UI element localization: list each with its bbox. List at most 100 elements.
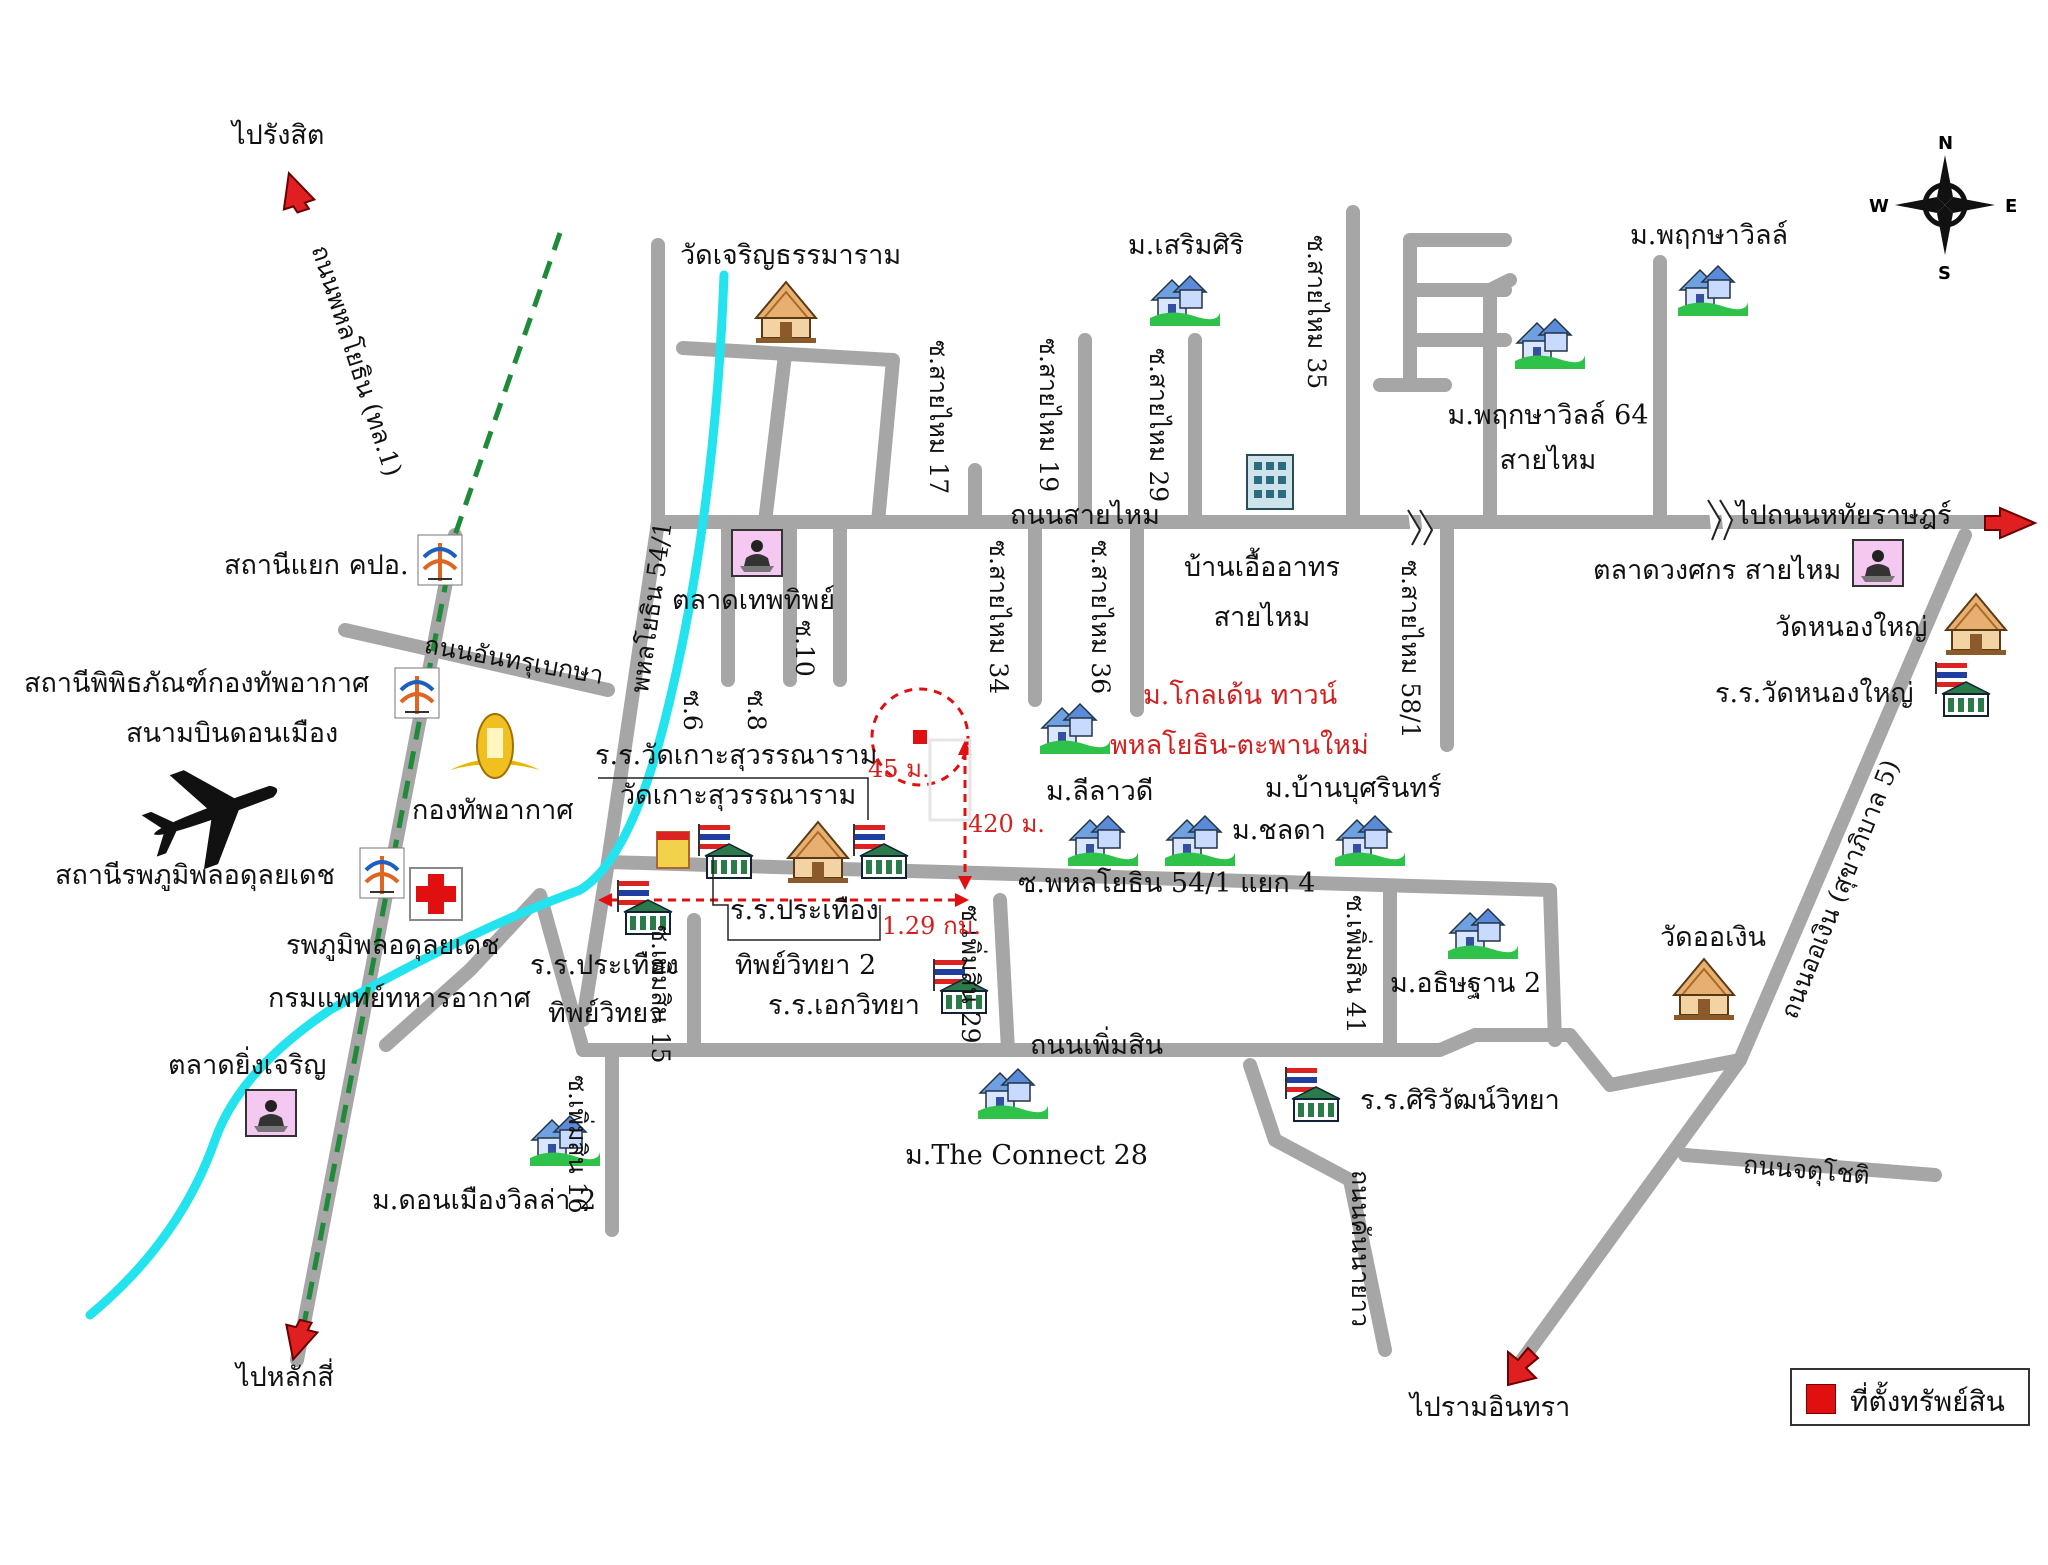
- label-school-wat-ko-line1: ร.ร.วัดเกาะสุวรรณาราม: [595, 740, 878, 771]
- road-chotchit: [1678, 1148, 1942, 1182]
- road-label-saimai-29: ซ.สายไหม 29: [1144, 348, 1173, 503]
- label-wat-charoen: วัดเจริญธรรมาราม: [680, 240, 902, 271]
- label-school-wat-ko-line2: วัดเกาะสุวรรณาราม: [620, 780, 857, 811]
- label-lilawadee: ม.ลีลาวดี: [1046, 776, 1154, 807]
- road-wat-mid: [758, 348, 792, 529]
- label-station-museum: สถานีพิพิธภัณฑ์กองทัพอากาศ: [24, 668, 370, 699]
- compass-w: W: [1869, 196, 1889, 217]
- label-don-mueang-villa: ม.ดอนเมืองวิลล่า 2: [372, 1185, 597, 1216]
- label-station-hosp: สถานีรพภูมิพลอดุลยเดช: [55, 860, 335, 891]
- train-station-icon: [416, 533, 464, 587]
- label-distance-420: 420 ม.: [968, 810, 1045, 838]
- label-m-athitan: ม.อธิษฐาน 2: [1390, 968, 1542, 999]
- road-label-saimai-36: ซ.สายไหม 36: [1086, 540, 1115, 695]
- air-force-emblem-icon: [450, 713, 540, 779]
- label-school-prathuang-line2: ทิพย์วิทยา: [548, 998, 664, 1029]
- road-oen: [1508, 528, 1972, 1377]
- road-network: [290, 205, 1997, 1377]
- school-icon: [1285, 1066, 1341, 1122]
- house-icon: [1447, 908, 1519, 960]
- house-icon: [1149, 275, 1221, 327]
- calendar-icon: [656, 831, 690, 869]
- legend-label: ที่ตั้งทรัพย์สิน: [1850, 1385, 2005, 1418]
- label-wat-oen: วัดออเงิน: [1660, 922, 1766, 953]
- label-station-kpo: สถานีแยก คปอ.: [224, 550, 409, 581]
- road-label-saimai-19: ซ.สายไหม 19: [1034, 338, 1063, 493]
- label-hosp-line1: รพภูมิพลอดุลยเดช: [286, 930, 500, 961]
- label-hosp-line2: กรมแพทย์ทหารอากาศ: [268, 983, 531, 1014]
- house-icon: [977, 1068, 1049, 1120]
- building-windows: [1254, 462, 1286, 498]
- airplane-icon: [141, 770, 278, 870]
- arrow-to-lak-si: [285, 1318, 320, 1362]
- road-break-marks: [1407, 499, 1734, 546]
- label-school-prathuang-line1: ร.ร.ประเทือง: [530, 950, 679, 981]
- label-chonlada: ม.ชลดา: [1232, 815, 1326, 846]
- label-m-sermsiri: ม.เสริมศิริ: [1128, 230, 1245, 261]
- road-kanchana: [1243, 1058, 1392, 1357]
- road-phermsin-29: [993, 893, 1015, 1057]
- train-station-icon: [393, 666, 441, 720]
- school-icon: [1935, 661, 1991, 717]
- label-leader-lines: [598, 777, 881, 941]
- road-soi-541-4: [601, 855, 1562, 1047]
- compass-e: E: [2005, 196, 2017, 217]
- label-airport: สนามบินดอนเมือง: [126, 718, 339, 749]
- label-school-prathuang-box-line1: ร.ร.ประเทือง: [730, 895, 879, 926]
- canal: [85, 270, 729, 1320]
- label-to-ram-inthra: ไปรามอินทรา: [1410, 1392, 1571, 1423]
- label-school-siriwat: ร.ร.ศิริวัฒน์วิทยา: [1360, 1085, 1560, 1116]
- school-icon: [853, 823, 909, 879]
- direction-arrows: [282, 170, 2038, 1387]
- label-distance-129: 1.29 กม.: [882, 912, 982, 940]
- label-baan-buarin: ม.บ้านบุศรินทร์: [1265, 773, 1442, 804]
- label-to-hathai: ไปถนนหทัยราษฎร์: [1736, 500, 1952, 531]
- label-m-pruksa: ม.พฤกษาวิลล์: [1630, 220, 1789, 251]
- label-to-rangsit: ไปรังสิต: [232, 120, 325, 151]
- temple-icon: [755, 281, 817, 344]
- market-icon: [731, 529, 783, 577]
- property-marker: [598, 687, 972, 907]
- road-phermsin: [576, 1028, 1747, 1092]
- house-icon: [1039, 703, 1111, 755]
- label-connect28: ม.The Connect 28: [905, 1140, 1148, 1171]
- label-golden-line2: พหลโยธิน-ตะพานใหม่: [1110, 730, 1369, 761]
- compass-icon: N S E W: [1869, 133, 2017, 284]
- temple-icon: [1945, 593, 2007, 656]
- label-to-lak-si: ไปหลักสี่: [236, 1362, 334, 1393]
- label-school-nongyai: ร.ร.วัดหนองใหญ่: [1715, 678, 1914, 709]
- road-label-kanchana: ถนนคันนายาว: [1346, 1170, 1375, 1327]
- hospital-icon: [409, 867, 463, 921]
- house-icon: [1514, 318, 1586, 370]
- label-market-thep: ตลาดเทพทิพย์: [672, 585, 836, 616]
- road-wat-top: [676, 341, 900, 529]
- label-m-pruksa64-line1: ม.พฤกษาวิลล์ 64: [1447, 400, 1649, 431]
- legend-swatch: [1806, 1384, 1836, 1414]
- road-label-saimai-58: ซ.สายไหม 58/1: [1396, 560, 1425, 739]
- road-phahon-541: [601, 515, 665, 869]
- house-icon: [1334, 815, 1406, 867]
- house-icon: [1164, 815, 1236, 867]
- arrow-to-rangsit: [282, 170, 317, 214]
- road-pruksa64: [1483, 273, 1517, 529]
- compass-s: S: [1938, 263, 1951, 284]
- label-m-pruksa64-line2: สายไหม: [1499, 445, 1597, 476]
- school-icon: [698, 823, 754, 879]
- label-golden-line1: ม.โกลเด้น ทาวน์: [1143, 680, 1338, 711]
- road-anusorn: [338, 623, 615, 697]
- house-icon: [1067, 815, 1139, 867]
- market-icon: [245, 1089, 297, 1137]
- label-market-duang: ตลาดวงศกร สายไหม: [1593, 555, 1842, 586]
- road-label-saimai-35: ซ.สายไหม 35: [1302, 235, 1331, 390]
- arrow-to-hathai: [1984, 506, 2038, 540]
- road-label-soi-6: ซ.6: [678, 690, 707, 731]
- road-label-phermsin: ถนนเพิ่มสิน: [1030, 1030, 1164, 1061]
- road-label-phermsin-15: ซ.เพิ่มสิน 15: [646, 925, 675, 1064]
- railway: [297, 232, 563, 1346]
- road-label-soi-10: ซ.10: [790, 620, 819, 677]
- map-legend: ที่ตั้งทรัพย์สิน: [1790, 1368, 2030, 1426]
- label-baan-euea-line1: บ้านเอื้ออาทร: [1183, 552, 1341, 583]
- label-air-force: กองทัพอากาศ: [412, 795, 574, 826]
- label-distance-45: 45 ม.: [868, 755, 930, 783]
